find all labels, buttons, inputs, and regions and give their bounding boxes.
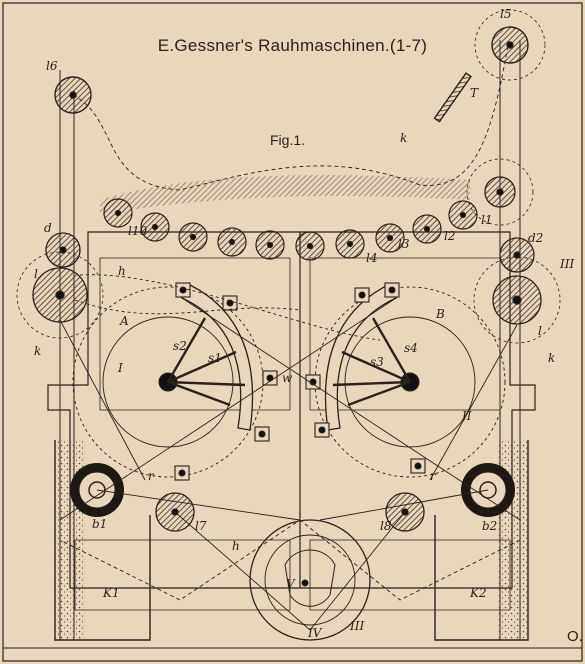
label-V: V <box>286 577 296 591</box>
label-B: B <box>435 307 445 321</box>
label-s4: s4 <box>404 341 418 355</box>
label-l8: l8 <box>380 519 392 533</box>
roller-l1 <box>466 158 534 226</box>
w-bracket-2 <box>222 295 238 311</box>
row-roller-9 <box>412 214 442 244</box>
label-l10: l10 <box>128 224 147 238</box>
w-bracket-1 <box>175 282 191 298</box>
label-l4: l4 <box>366 251 377 265</box>
w-bracket-9 <box>174 465 190 481</box>
top-rollers <box>54 9 546 123</box>
label-d: d <box>44 221 52 235</box>
w-bracket-5 <box>354 287 370 303</box>
label-II: II <box>461 409 472 423</box>
label-l-right: l <box>538 324 542 338</box>
tension-bar-t <box>433 72 472 123</box>
row-roller-3 <box>178 222 208 252</box>
side-rollers <box>16 158 561 532</box>
label-r-right: r <box>430 469 437 483</box>
roller-d2 <box>499 237 535 273</box>
row-roller-5 <box>255 230 285 260</box>
label-III-right: III <box>559 257 574 271</box>
housing <box>47 40 536 640</box>
w-bracket-8 <box>314 422 330 438</box>
label-K1: K1 <box>102 586 120 600</box>
cloth-left <box>59 250 301 601</box>
label-b2: b2 <box>482 519 497 533</box>
roller-l5 <box>474 9 546 81</box>
row-roller-2 <box>140 212 170 242</box>
label-k-right: k <box>548 351 555 365</box>
label-r-left: r <box>148 469 155 483</box>
drum-b-orbit <box>314 286 506 478</box>
row-roller-6 <box>295 231 325 261</box>
roller-row <box>103 198 478 261</box>
label-l-left: l <box>34 267 38 281</box>
cloth-upper <box>72 44 509 191</box>
label-l7: l7 <box>195 519 207 533</box>
left-housing <box>47 231 301 589</box>
drum-b-inner <box>344 316 476 448</box>
w-bracket-7 <box>305 374 321 390</box>
label-l3: l3 <box>398 237 410 251</box>
label-K2: K2 <box>469 586 487 600</box>
drum-a-inner <box>102 316 234 448</box>
left-inner-panel <box>99 257 291 411</box>
row-roller-8 <box>375 223 405 253</box>
drive-lines <box>59 274 521 631</box>
label-d2: d2 <box>528 231 543 245</box>
roller-l-right <box>473 256 561 344</box>
row-roller-1 <box>103 198 133 228</box>
row-roller-7 <box>335 229 365 259</box>
label-III-bottom: III <box>349 619 364 633</box>
roller-d <box>45 232 81 268</box>
w-bracket-10 <box>410 458 426 474</box>
label-IV: IV <box>307 626 323 640</box>
label-l2: l2 <box>444 229 455 243</box>
drum-b <box>314 284 506 478</box>
figure-label: Fig.1. <box>270 132 306 148</box>
drawing-title: E.Gessner's Rauhmaschinen.(1-7) <box>157 36 428 55</box>
cloth-right <box>299 260 521 601</box>
cloth-hatching <box>100 175 470 215</box>
row-roller-10 <box>448 200 478 230</box>
label-h-top: h <box>118 264 126 278</box>
row-roller-4 <box>217 227 247 257</box>
w-brackets <box>174 282 426 481</box>
w-bracket-4 <box>254 426 270 442</box>
drum-b-arc <box>324 284 397 431</box>
label-s3: s3 <box>370 355 384 369</box>
roller-l-left <box>16 251 104 339</box>
label-b1: b1 <box>92 517 107 531</box>
label-l1: l1 <box>481 213 492 227</box>
label-k-left: k <box>34 344 41 358</box>
label-k-top: k <box>400 131 407 145</box>
label-h-bottom: h <box>232 539 240 553</box>
roller-l6 <box>54 76 92 114</box>
corner-mark: O. <box>567 628 583 645</box>
drum-a <box>72 284 264 478</box>
label-s2: s2 <box>173 339 187 353</box>
label-T: T <box>470 86 479 100</box>
label-w: w <box>282 371 293 385</box>
label-l5: l5 <box>500 7 511 21</box>
wheel-v <box>249 519 371 641</box>
roller-l8 <box>385 492 425 532</box>
w-bracket-6 <box>384 282 400 298</box>
label-l6: l6 <box>46 59 58 73</box>
drum-a-arc <box>181 284 254 431</box>
label-s1: s1 <box>208 351 222 365</box>
label-A: A <box>119 314 129 328</box>
label-I: I <box>117 361 123 375</box>
